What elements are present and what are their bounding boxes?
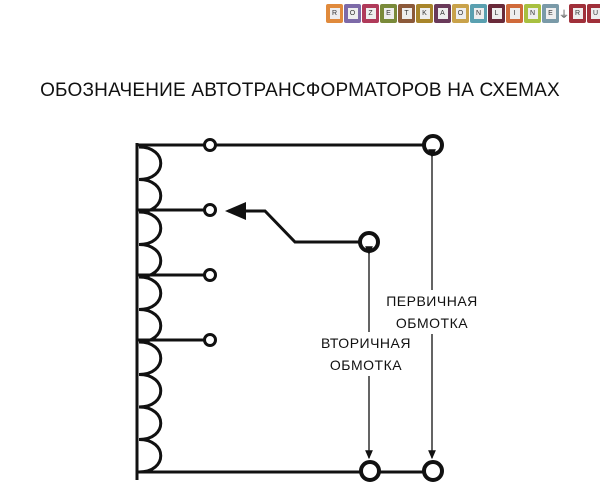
logo-tile: N <box>470 4 487 23</box>
logo-tile: N <box>524 4 541 23</box>
tap-terminal <box>203 268 217 282</box>
logo-tile: K <box>416 4 433 23</box>
tap-terminal <box>203 138 217 152</box>
tap-terminal <box>203 203 217 217</box>
logo-tile: Z <box>362 4 379 23</box>
logo-tile: E <box>380 4 397 23</box>
logo-tile: U <box>587 4 600 23</box>
logo-tile: ⏚ <box>559 10 569 21</box>
diagram-title: ОБОЗНАЧЕНИЕ АВТОТРАНСФОРМАТОРОВ НА СХЕМА… <box>40 80 560 101</box>
label-line: ПЕРВИЧНАЯ <box>386 293 478 309</box>
logo-tile: O <box>344 4 361 23</box>
winding-coil <box>138 145 163 474</box>
label-line: ВТОРИЧНАЯ <box>320 335 411 351</box>
logo-tile: R <box>569 4 586 23</box>
logo-tile: R <box>326 4 343 23</box>
logo-tile: E <box>542 4 559 23</box>
secondary-winding-label: ВТОРИЧНАЯ ОБМОТКА <box>314 332 418 376</box>
tap-terminal <box>203 333 217 347</box>
secondary-terminal-bottom <box>359 460 381 482</box>
secondary-terminal-top <box>358 231 380 253</box>
logo-tile: T <box>398 4 415 23</box>
primary-terminal-bottom <box>422 460 444 482</box>
primary-winding-label: ПЕРВИЧНАЯ ОБМОТКА <box>380 290 484 334</box>
logo-tile: L <box>488 4 505 23</box>
slider-lead <box>225 202 360 244</box>
label-line: ОБМОТКА <box>329 357 403 373</box>
logo-tile: A <box>434 4 451 23</box>
primary-terminal-top <box>422 134 444 156</box>
logo-tile: O <box>452 4 469 23</box>
logo-tile: I <box>506 4 523 23</box>
label-line: ОБМОТКА <box>395 315 469 331</box>
